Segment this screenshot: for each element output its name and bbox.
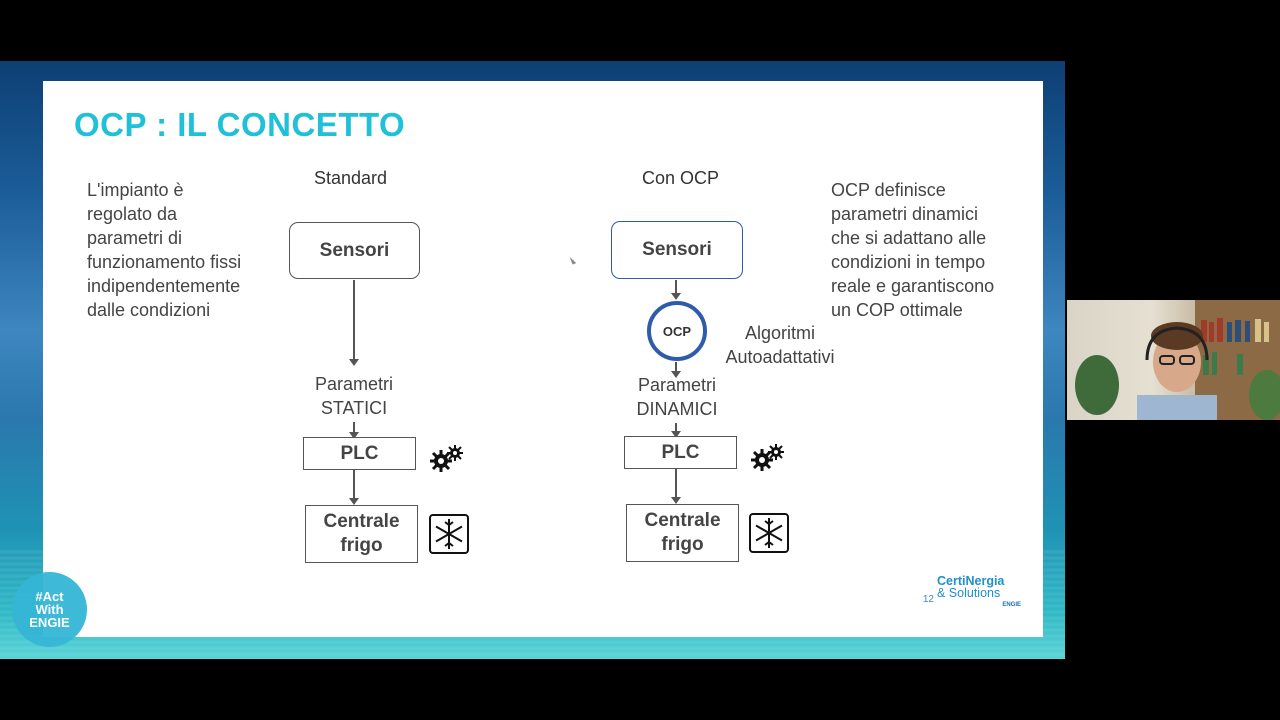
webcam-video	[1067, 300, 1280, 420]
arrow	[349, 470, 359, 505]
arrow	[349, 280, 359, 366]
left-line: parametri di	[87, 228, 183, 248]
right-line: reale e garantiscono	[831, 276, 995, 296]
left-description: L'impianto è regolato da parametri di fu…	[87, 178, 241, 322]
algoritmi-label: Algoritmi Autoadattativi	[715, 321, 845, 369]
centrale-line: Centrale	[323, 511, 400, 532]
page-number: 12	[922, 594, 934, 605]
right-line: OCP definisce	[831, 180, 946, 200]
left-line: funzionamento fissi	[87, 252, 242, 272]
arrow	[671, 362, 681, 378]
arrow	[349, 422, 359, 439]
standard-params-label: Parametri STATICI	[298, 372, 410, 420]
act-with-engie-badge: #Act With ENGIE	[12, 572, 87, 647]
ocp-centrale-box: Centrale frigo	[626, 504, 739, 562]
brand-line: ENGIE	[1002, 602, 1021, 608]
centrale-line: frigo	[340, 535, 383, 556]
arrow	[671, 469, 681, 504]
arrow	[671, 423, 681, 438]
brand-line: & Solutions	[937, 586, 1001, 600]
snowflake-icon	[429, 514, 469, 554]
slide: OCP : IL CONCETTO L'impianto è regolato …	[43, 81, 1043, 637]
params-line: Parametri	[314, 374, 394, 394]
left-line: dalle condizioni	[87, 300, 211, 320]
algo-line: Autoadattativi	[725, 347, 835, 367]
params-line: STATICI	[320, 398, 388, 418]
right-line: che si adattano alle	[831, 228, 987, 248]
ocp-circle: OCP	[647, 301, 707, 361]
badge-line: ENGIE	[29, 615, 70, 630]
brand-line: CertiNergia	[937, 574, 1005, 588]
algo-line: Algoritmi	[744, 323, 815, 343]
arrow	[671, 280, 681, 300]
standard-plc-box: PLC	[303, 437, 416, 470]
right-line: parametri dinamici	[831, 204, 979, 224]
snowflake-icon	[749, 513, 789, 553]
params-line: Parametri	[637, 375, 717, 395]
ocp-heading: Con OCP	[642, 168, 720, 188]
ocp-sensori-box: Sensori	[611, 221, 743, 279]
ocp-params-label: Parametri DINAMICI	[621, 373, 733, 421]
mouse-cursor-icon	[569, 255, 577, 265]
ocp-plc-box: PLC	[624, 436, 737, 469]
left-line: L'impianto è	[87, 180, 184, 200]
right-line: condizioni in tempo	[831, 252, 986, 272]
standard-centrale-box: Centrale frigo	[305, 505, 418, 563]
left-line: regolato da	[87, 204, 178, 224]
right-line: un COP ottimale	[831, 300, 963, 320]
standard-heading: Standard	[314, 168, 388, 188]
gears-icon	[751, 444, 784, 471]
badge-line: #Act	[35, 589, 64, 604]
brand-logo: CertiNergia & Solutions ENGIE	[937, 575, 1021, 615]
centrale-line: frigo	[661, 534, 704, 555]
slide-title: OCP : IL CONCETTO	[74, 106, 406, 143]
webcam-scene	[1075, 300, 1280, 420]
gears-icon	[430, 445, 463, 472]
right-description: OCP definisce parametri dinamici che si …	[831, 178, 994, 322]
badge-line: With	[35, 602, 64, 617]
presentation-stage: OCP : IL CONCETTO L'impianto è regolato …	[0, 61, 1065, 659]
centrale-line: Centrale	[644, 510, 721, 531]
left-line: indipendentemente	[87, 276, 241, 296]
standard-sensori-box: Sensori	[289, 222, 420, 279]
params-line: DINAMICI	[636, 399, 718, 419]
